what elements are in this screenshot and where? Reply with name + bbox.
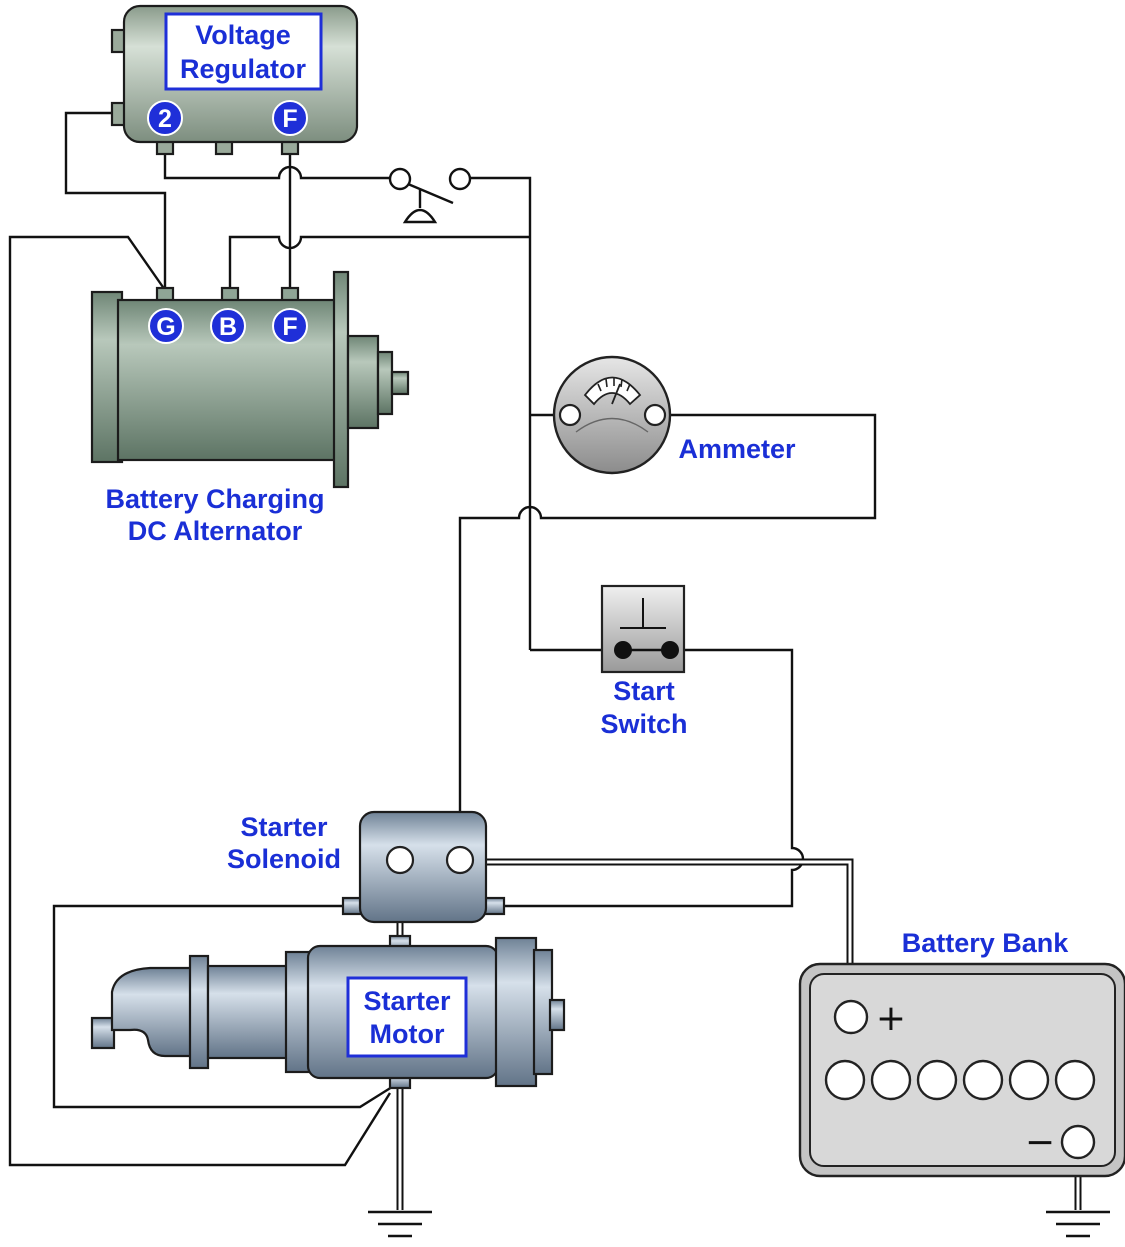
wire-ground-loop	[8, 235, 392, 1167]
svg-text:2: 2	[158, 105, 172, 133]
start-switch-label-line1: Start	[613, 676, 675, 706]
svg-text:F: F	[282, 313, 297, 341]
field-switch	[388, 167, 472, 224]
wire-regulator-to-g	[64, 111, 167, 290]
battery-negative-terminal	[1060, 1124, 1096, 1160]
solenoid-label-line2: Solenoid	[227, 844, 341, 874]
alternator-terminal-b: B	[210, 308, 246, 344]
voltage-regulator: Voltage Regulator 2 F	[110, 4, 359, 156]
solenoid-label-line1: Starter	[240, 812, 328, 842]
motor-label-line1: Starter	[363, 986, 451, 1016]
ammeter-label: Ammeter	[678, 434, 796, 464]
wire-ammeter-to-solenoid	[458, 413, 877, 858]
svg-text:B: B	[219, 313, 237, 341]
regulator-label-line1: Voltage	[195, 20, 291, 50]
ground-symbol-battery	[1046, 1210, 1110, 1238]
alternator-terminal-g: G	[148, 308, 184, 344]
regulator-terminal-2: 2	[147, 100, 183, 136]
wire-solenoid-to-motor	[52, 904, 393, 1109]
battery-bank: + −	[798, 962, 1125, 1178]
start-switch	[600, 584, 686, 674]
starter-motor: Starter Motor	[90, 934, 566, 1090]
battery-cells	[824, 1059, 1096, 1101]
regulator-label-line2: Regulator	[180, 54, 307, 84]
svg-text:F: F	[282, 105, 297, 133]
ammeter	[552, 355, 672, 475]
wire-switch-to-bus	[462, 176, 532, 650]
battery-label: Battery Bank	[902, 928, 1070, 958]
alternator-label-line1: Battery Charging	[105, 484, 324, 514]
wiring	[8, 111, 877, 1167]
motor-label-line2: Motor	[370, 1019, 445, 1049]
ground-symbol-motor	[368, 1210, 432, 1238]
wire-regulator-2-to-switch	[163, 152, 390, 180]
battery-positive-terminal	[833, 999, 869, 1035]
positive-symbol: +	[876, 998, 906, 1039]
alternator: G B F	[90, 270, 410, 489]
starter-solenoid	[341, 810, 506, 924]
start-switch-label-line2: Switch	[600, 709, 687, 739]
negative-symbol: −	[1025, 1122, 1055, 1163]
alternator-terminal-f: F	[272, 308, 308, 344]
alternator-label-line2: DC Alternator	[128, 516, 303, 546]
wire-b-to-bus	[228, 235, 530, 290]
svg-text:G: G	[156, 313, 175, 341]
regulator-terminal-f: F	[272, 100, 308, 136]
